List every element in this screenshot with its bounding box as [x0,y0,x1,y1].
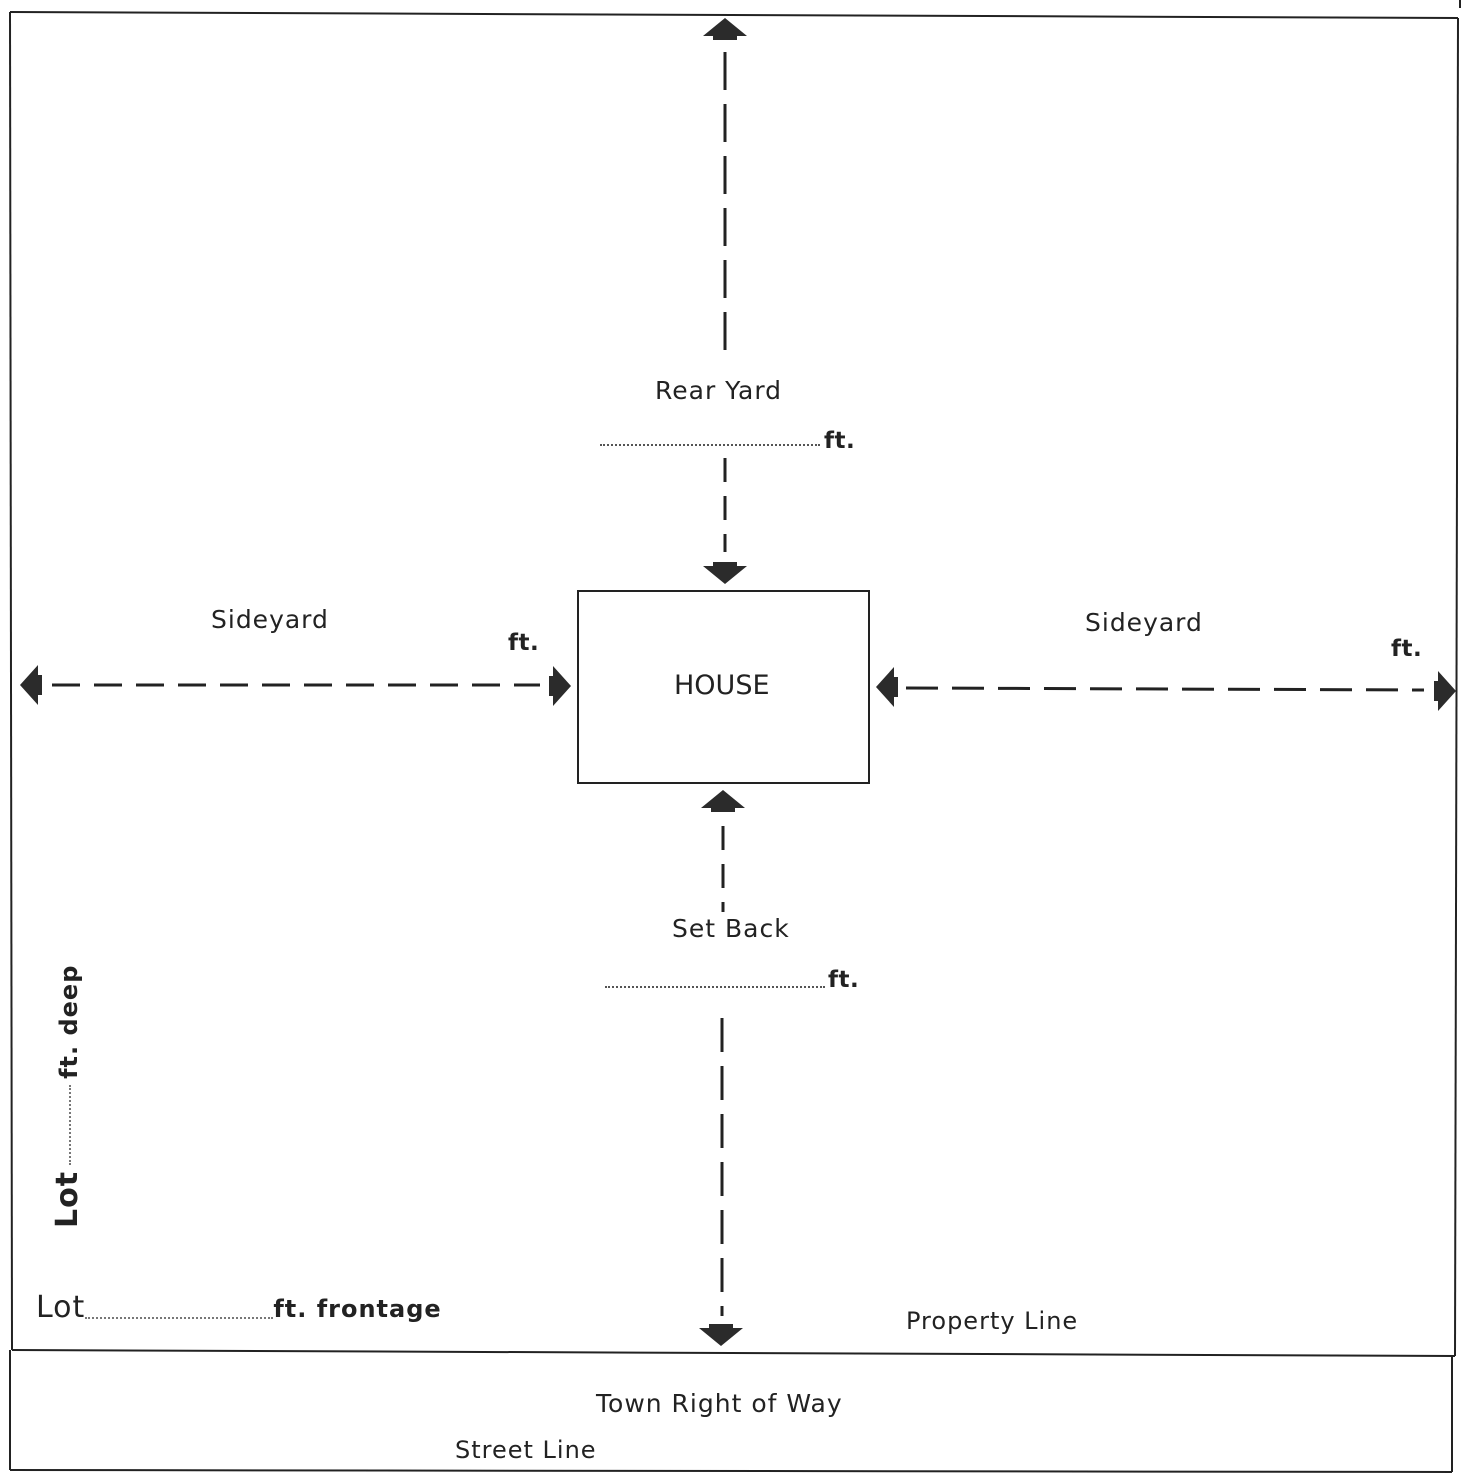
lot-right-line [1454,17,1459,1357]
lot-top-line [9,11,1459,19]
set-back-blank [605,986,825,988]
lot-frontage-blank [85,1317,274,1319]
town-right-of-way-label: Town Right of Way [596,1389,843,1418]
set-back-label: Set Back [672,914,790,943]
sideyard-right-arrow-right [1434,671,1456,711]
property-line-label: Property Line [906,1307,1079,1335]
lot-depth-label: Lot ft. deep [50,965,85,1228]
rear-yard-arrow-down [703,562,747,584]
rear-yard-unit: ft. [824,428,856,454]
rear-yard-label: Rear Yard [655,376,783,405]
set-back-unit: ft. [828,967,860,993]
set-back-arrow-up [701,790,745,812]
street-line-label: Street Line [455,1436,597,1464]
sideyard-left-arrow-right [549,666,571,706]
street-line [9,1469,1453,1473]
sideyard-left-label: Sideyard [211,605,329,634]
sideyard-right-line [905,686,1425,692]
lot-depth-blank [69,1084,71,1165]
lot-depth-suffix: ft. deep [55,964,83,1079]
house-box [577,590,870,784]
rear-yard-blank [600,444,820,446]
lot-depth-prefix: Lot [50,1170,85,1228]
lot-frontage-label: Lot ft. frontage [36,1290,442,1325]
house-label: HOUSE [674,670,770,701]
property-line [11,1349,1456,1357]
sideyard-right-label: Sideyard [1085,608,1203,637]
rear-yard-arrow-up [703,18,747,40]
lot-frontage-suffix: ft. frontage [273,1295,442,1323]
lot-frontage-prefix: Lot [36,1290,86,1325]
sideyard-left-arrow-left [20,665,42,705]
sideyard-right-arrow-left [876,667,898,707]
set-back-arrow-down [699,1324,743,1346]
sideyard-left-unit: ft. [508,630,540,656]
sideyard-right-unit: ft. [1391,636,1423,662]
lot-left-line [9,11,13,1351]
